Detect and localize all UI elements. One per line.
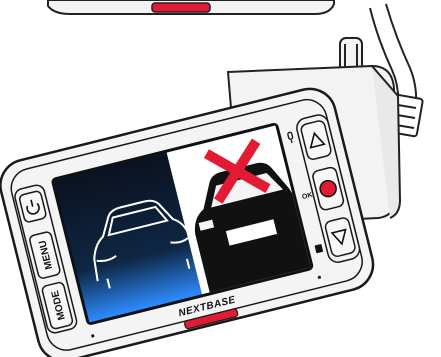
dashcam-body: MENU MODE OK NEXTBASE xyxy=(0,83,379,357)
previous-device-edge xyxy=(48,0,334,14)
